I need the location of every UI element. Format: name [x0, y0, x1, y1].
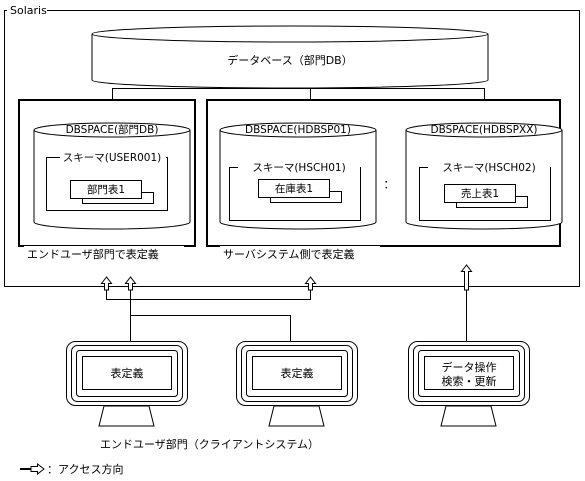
dbspace-hdbsp01: DBSPACE(HDBSP01) スキーマ(HSCH01) 在庫表1 [219, 122, 377, 230]
table-label: 売上表1 [461, 187, 499, 200]
table-label: 部門表1 [87, 183, 125, 196]
client-label: 検索・更新 [442, 374, 497, 388]
dbspace-label: DBSPACE(HDBSPXX) [431, 124, 538, 136]
access-arrow [100, 276, 113, 291]
solaris-label: Solaris [10, 4, 47, 17]
client-monitor: 表定義 [66, 341, 188, 427]
dbspace-bumon: DBSPACE(部門DB) スキーマ(USER001) 部門表1 [33, 122, 191, 230]
table-label: 在庫表1 [275, 182, 313, 195]
client-monitor: データ操作 検索・更新 [408, 341, 530, 427]
access-arrow [460, 264, 473, 291]
dbspace-label: DBSPACE(部門DB) [66, 123, 159, 136]
client-label: 表定義 [281, 366, 314, 380]
access-arrow [124, 276, 137, 291]
client-label: 表定義 [111, 366, 144, 380]
access-lines [106, 290, 467, 342]
dbspace-label: DBSPACE(HDBSP01) [245, 124, 351, 136]
legend-label: ：アクセス方向 [47, 462, 123, 476]
client-label: データ操作 [442, 360, 497, 374]
legend-arrow-icon [30, 462, 45, 476]
dbspace-hdbspxx: DBSPACE(HDBSPXX) スキーマ(HSCH02) 売上表1 [405, 122, 563, 230]
ellipsis-mark: ： [384, 178, 395, 191]
database-label: データベース（部門DB） [227, 53, 352, 67]
database-cylinder: データベース（部門DB） [91, 25, 489, 89]
schema-label: スキーマ(USER001) [63, 152, 162, 164]
server-caption: サーバシステム側で表定義 [223, 247, 355, 261]
client-monitor: 表定義 [236, 341, 358, 427]
end-user-caption: エンドユーザ部門で表定義 [27, 247, 159, 261]
clients-caption: エンドユーザ部門（クライアントシステム） [100, 437, 319, 451]
solaris-frame: Solaris [4, 3, 580, 287]
legend: ：アクセス方向 [20, 462, 123, 476]
db-connector-lines [112, 88, 485, 100]
schema-label: スキーマ(HSCH01) [252, 162, 345, 174]
schema-label: スキーマ(HSCH02) [442, 162, 535, 174]
access-arrow [304, 276, 317, 291]
